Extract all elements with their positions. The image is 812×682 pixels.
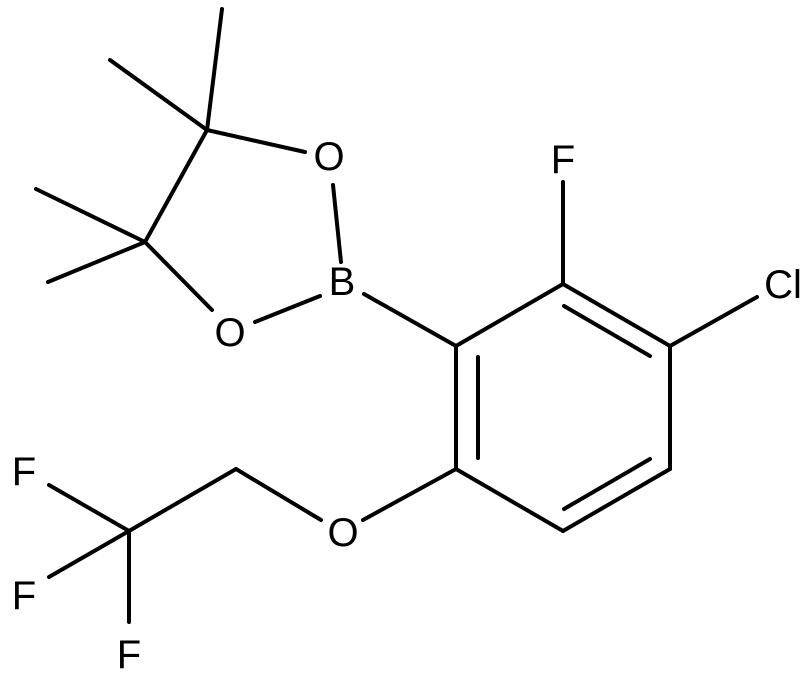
bond-o-ch2	[234, 467, 323, 522]
atom-boron: B	[329, 260, 356, 304]
bond-ring-o-ether	[361, 467, 458, 522]
bond-ring-c2-c3	[561, 282, 672, 348]
atom-fluorine-cf3-bottom: F	[117, 633, 141, 677]
bonds	[34, 7, 759, 624]
bond-ch2-cf3	[127, 467, 238, 533]
atom-fluorine-aryl: F	[551, 138, 575, 182]
bond-c1-o1	[205, 128, 307, 154]
atom-o-ether: O	[327, 511, 358, 555]
bond-b-aryl	[362, 292, 458, 348]
atom-fluorine-cf3-top: F	[12, 450, 36, 494]
bond-o2-c2	[143, 240, 214, 312]
bond-ring-c4-c5-inner	[562, 457, 652, 511]
bond-ring-c4-c5	[561, 467, 672, 533]
bond-methyl-c1-b	[205, 7, 224, 132]
atom-labels: O B O F Cl O F F F	[12, 135, 802, 677]
atom-o-ring-bottom: O	[214, 311, 245, 355]
bond-o1-b	[331, 183, 343, 264]
bond-methyl-c1-a	[108, 58, 209, 132]
bond-b-o2	[253, 294, 322, 324]
bond-ring-c5-c6	[454, 467, 565, 533]
bond-ring-c2-c3-inner	[562, 304, 652, 358]
bond-ring-cl	[668, 295, 759, 348]
bond-cf3-f1	[47, 483, 131, 533]
bond-methyl-c2-a	[34, 187, 147, 244]
bond-ring-c1-c2	[454, 282, 565, 348]
atom-chlorine: Cl	[764, 263, 802, 307]
atom-o-ring-top: O	[313, 135, 344, 179]
bond-c1-c2	[143, 128, 209, 244]
bond-cf3-f2	[47, 529, 131, 579]
bond-methyl-c2-b	[46, 240, 147, 284]
atom-fluorine-cf3-left: F	[12, 574, 36, 618]
